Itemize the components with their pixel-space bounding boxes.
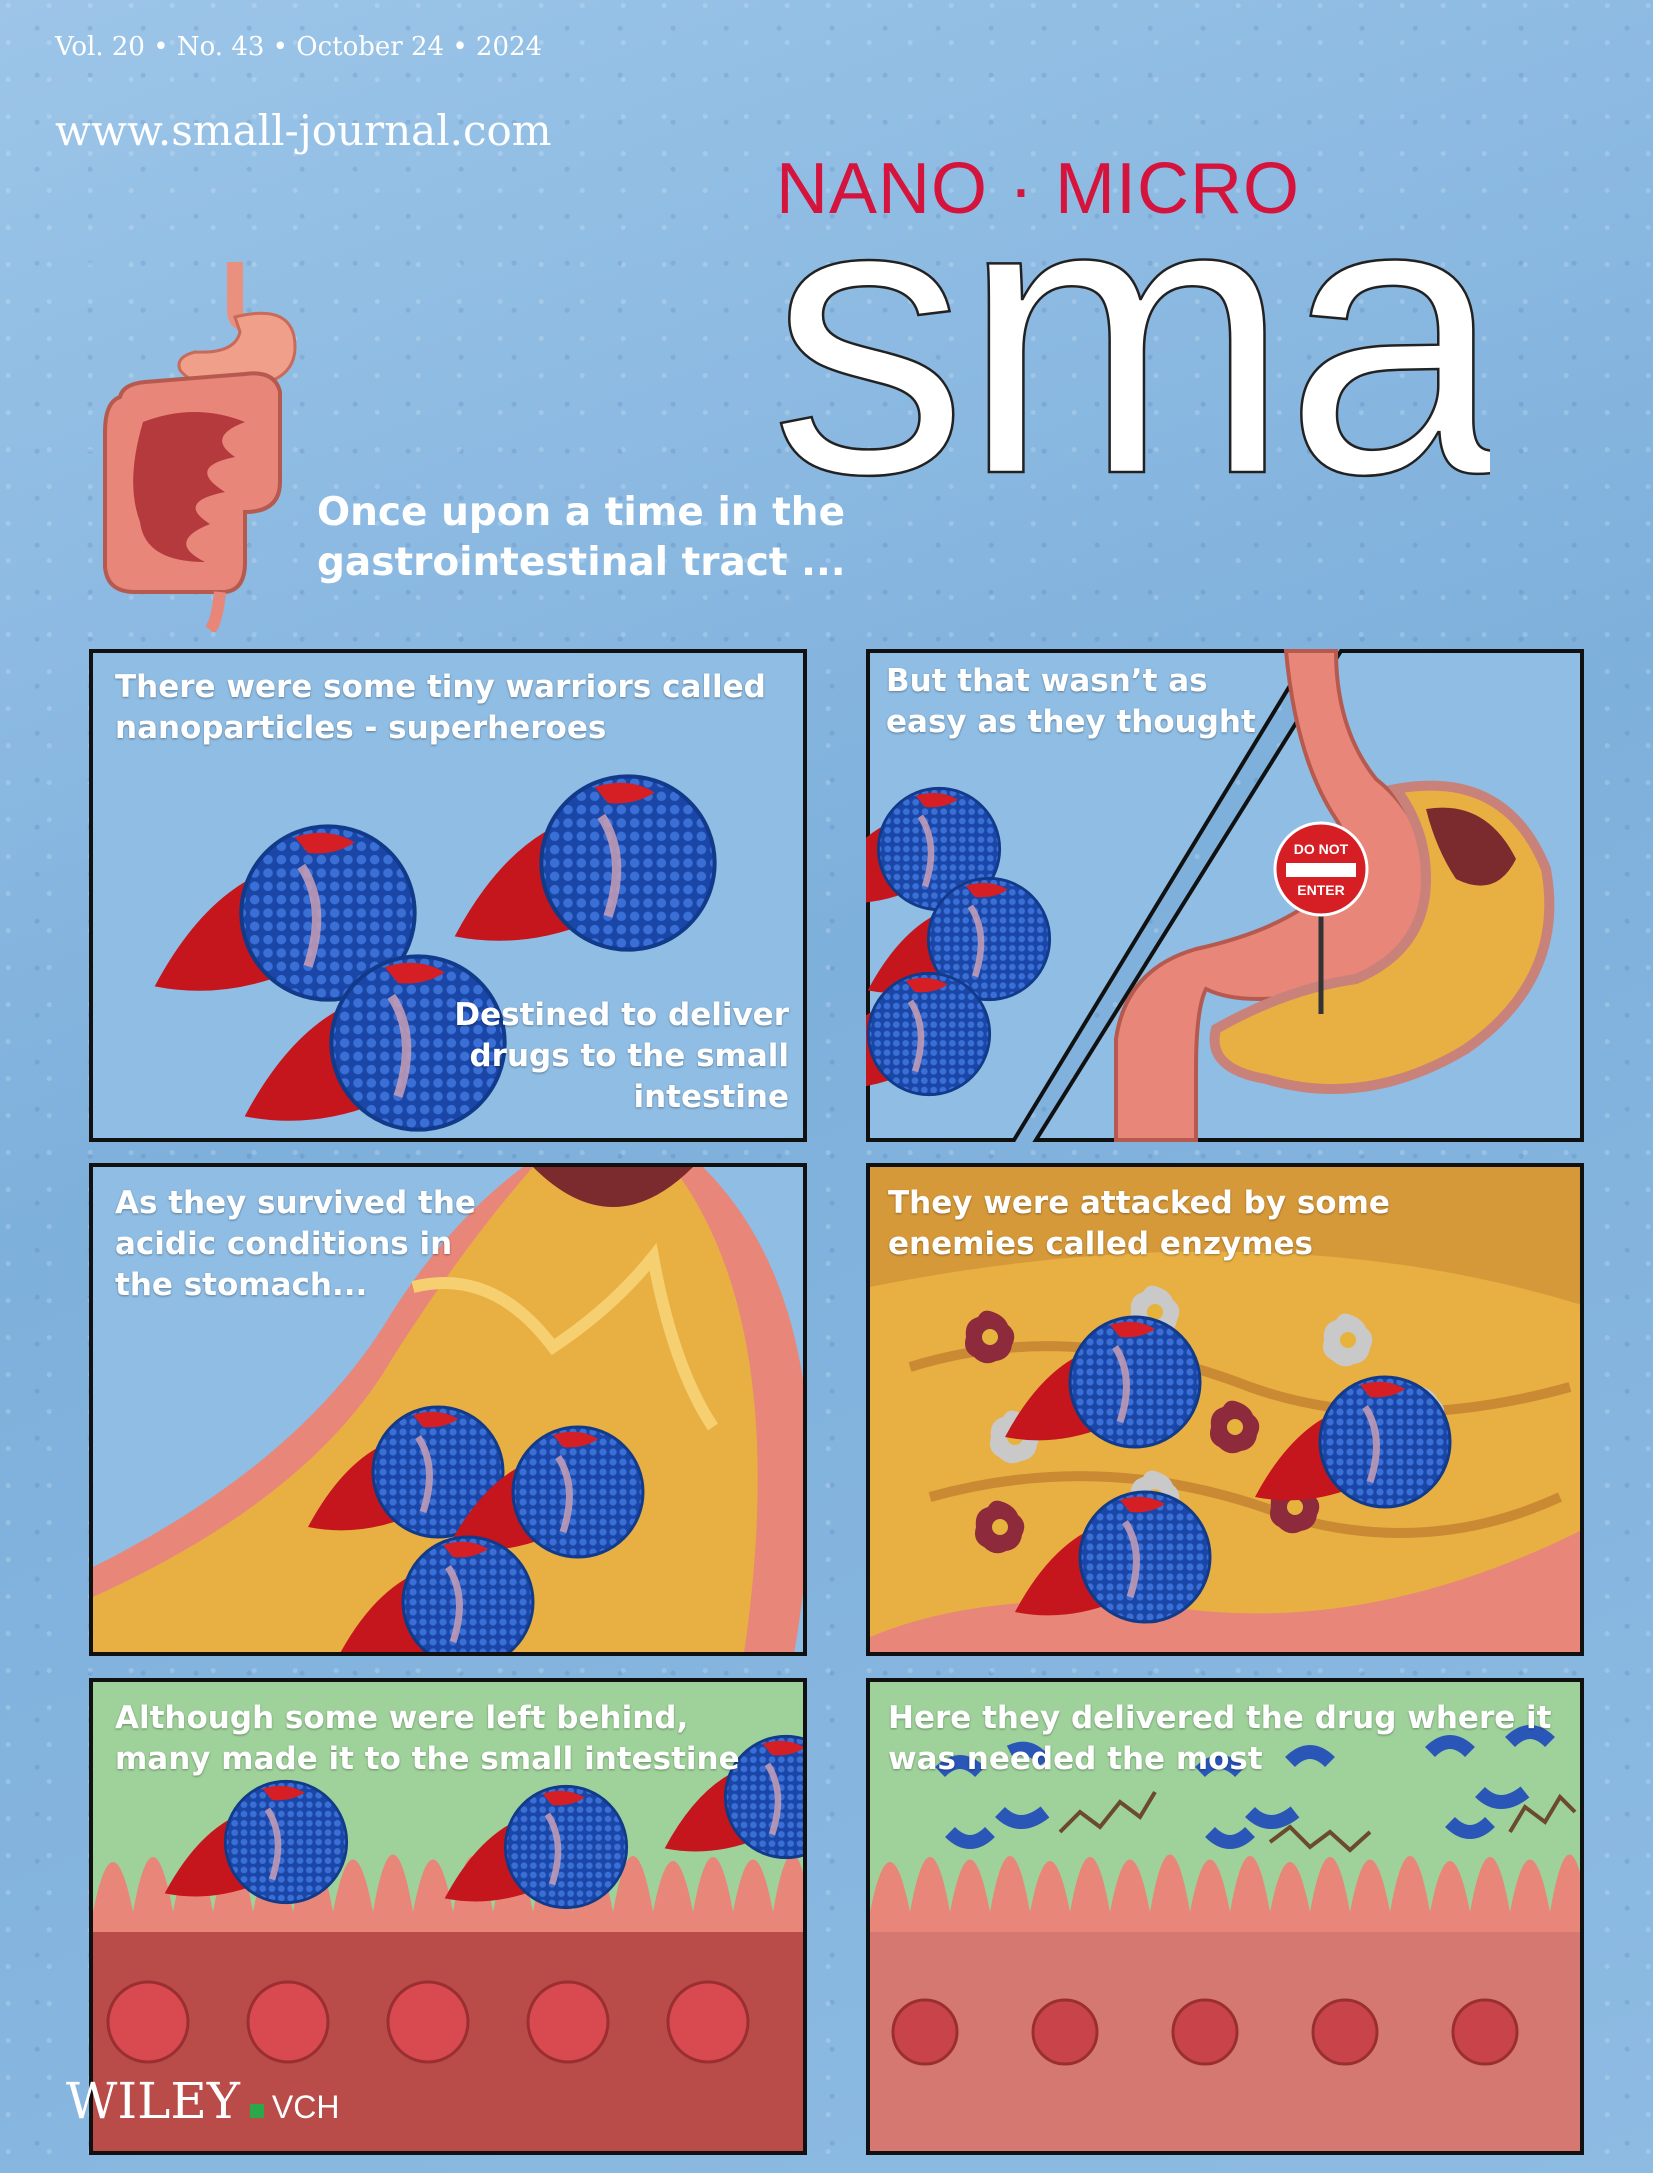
intro-line-2: gastrointestinal tract ...	[317, 540, 846, 585]
nanoparticle-hero	[866, 973, 990, 1094]
masthead-logo: small	[770, 113, 1490, 490]
intro-line-1: Once upon a time in the	[317, 490, 846, 535]
publisher-logo: WILEY VCH	[66, 2072, 339, 2130]
panel-5-small-intestine: Although some were left behind,many made…	[89, 1678, 807, 2155]
issue-line: Vol. 20 • No. 43 • October 24 • 2024	[55, 32, 543, 62]
publisher-square-icon	[249, 2104, 264, 2118]
sign-top-text: DO NOT	[1294, 841, 1349, 857]
publisher-name: WILEY	[66, 2072, 240, 2130]
liposome-fragments	[935, 1725, 1555, 1849]
masthead-title: small	[770, 114, 1490, 490]
panel-5-caption: Although some were left behind,many made…	[115, 1700, 740, 1777]
publisher-imprint: VCH	[271, 2089, 340, 2125]
journal-website[interactable]: www.small-journal.com	[55, 106, 552, 155]
sign-bottom-text: ENTER	[1297, 882, 1344, 898]
gi-tract-illustration	[103, 262, 297, 632]
masthead-kicker: NANO · MICRO	[776, 149, 1300, 229]
intro-text: Once upon a time in the gastrointestinal…	[317, 488, 857, 588]
drug-molecules	[1058, 1790, 1577, 1853]
